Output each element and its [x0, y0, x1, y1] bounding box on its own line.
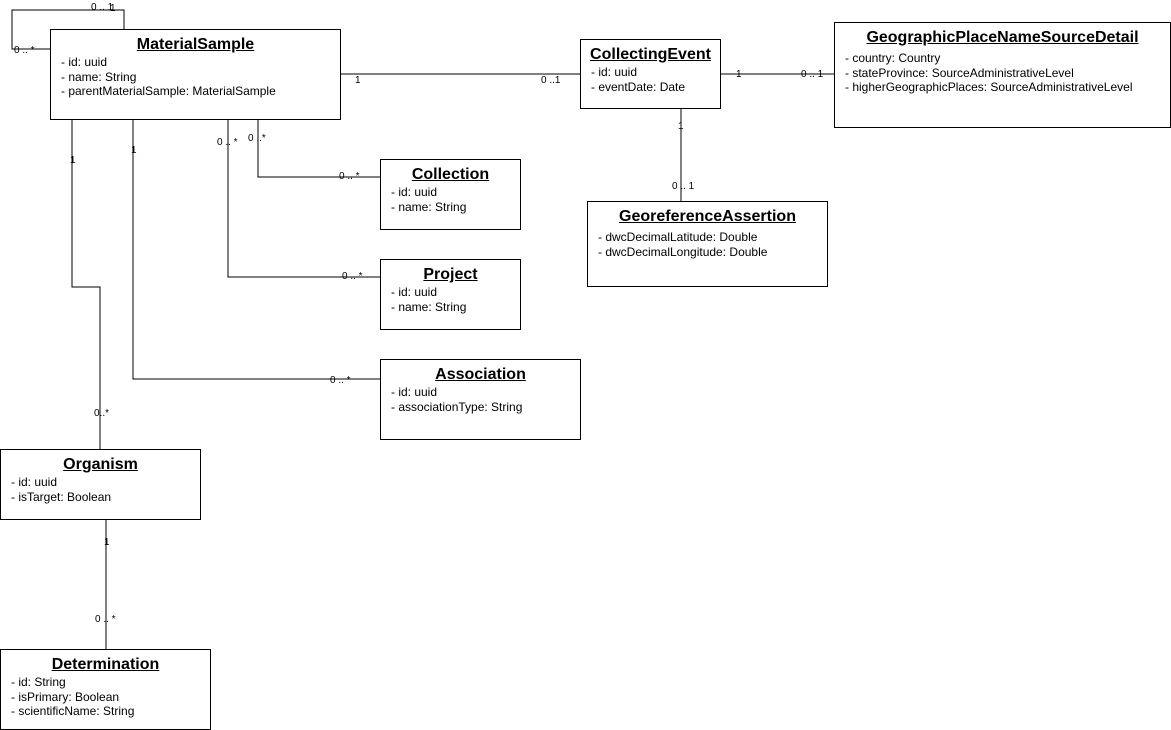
multiplicity-ms-org-dst: 0..* [94, 408, 110, 419]
organism-class-name: Organism [63, 456, 138, 473]
materialsample-collection-line [257, 119, 380, 178]
determination-class[interactable]: Determination - id: String - isPrimary: … [0, 649, 211, 730]
self-association-line [11, 9, 125, 50]
collection-attr-id: - id: uuid [391, 185, 438, 199]
organism-attr-istarget: - isTarget: Boolean [11, 489, 112, 504]
association-attr-id: - id: uuid [391, 385, 438, 399]
collection-class-name: Collection [411, 166, 490, 183]
georeferenceassertion-class-name: GeoreferenceAssertion [619, 208, 796, 225]
materialsample-organism-line [71, 119, 101, 449]
geographicplace-attr-highergeographic: - higherGeographicPlaces: SourceAdminist… [845, 80, 1133, 94]
materialsample-attr-id: - id: uuid [61, 55, 108, 69]
collectingevent-class[interactable]: CollectingEvent - id: uuid - eventDate: … [580, 39, 721, 109]
geographicplace-attr-stateprovince: - stateProvince: SourceAdministrativeLev… [845, 65, 1074, 80]
multiplicity-ms-proj-src: 0 .. * [217, 137, 238, 148]
project-class[interactable]: Project - id: uuid - name: String [380, 259, 521, 330]
materialsample-class-name: MaterialSample [136, 36, 255, 53]
geographicplace-attr-country: - country: Country [845, 51, 941, 65]
organism-class[interactable]: Organism - id: uuid - isTarget: Boolean [0, 449, 201, 520]
multiplicity-ce-ga-src: 1 [678, 121, 684, 132]
project-class-name: Project [423, 266, 478, 283]
organism-attr-id: - id: uuid [11, 475, 58, 489]
materialsample-attr-name: - name: String [61, 69, 137, 84]
multiplicity-ms-col-dst: 0 .. * [339, 171, 360, 182]
collection-class[interactable]: Collection - id: uuid - name: String [380, 159, 521, 230]
multiplicity-ms-assoc-dst: 0 .. * [330, 375, 351, 386]
georeferenceassertion-attr-lon: - dwcDecimalLongitude: Double [598, 244, 768, 259]
association-class-name: Association [435, 366, 526, 383]
multiplicity-ce-geo-dst: 0 .. 1 [801, 69, 824, 80]
multiplicity-self-left: 0 .. * [14, 45, 35, 56]
collectingevent-attr-id: - id: uuid [591, 65, 638, 79]
multiplicity-org-det-src: 1 [104, 537, 110, 548]
multiplicity-ms-assoc-src: 1 [131, 145, 137, 156]
materialsample-attr-parent: - parentMaterialSample: MaterialSample [61, 84, 276, 98]
multiplicity-org-det-dst: 0 .. * [95, 614, 116, 625]
georeferenceassertion-class[interactable]: GeoreferenceAssertion - dwcDecimalLatitu… [587, 201, 828, 287]
geographicplace-class-name: GeographicPlaceNameSourceDetail [866, 29, 1139, 46]
multiplicity-self-top-many: 0 .. 1 [91, 2, 114, 13]
materialsample-project-line [227, 119, 380, 278]
determination-class-name: Determination [51, 656, 160, 673]
multiplicity-ms-proj-dst: 0 .. * [342, 271, 363, 282]
association-attr-type: - associationType: String [391, 399, 523, 414]
collectingevent-class-name: CollectingEvent [590, 46, 711, 63]
project-attr-id: - id: uuid [391, 285, 438, 299]
materialsample-class[interactable]: MaterialSample - id: uuid - name: String… [50, 29, 341, 120]
georeferenceassertion-attr-lat: - dwcDecimalLatitude: Double [598, 230, 758, 244]
collection-attr-name: - name: String [391, 199, 467, 214]
geographicplace-class[interactable]: GeographicPlaceNameSourceDetail - countr… [834, 22, 1171, 128]
multiplicity-ce-geo-src: 1 [736, 69, 742, 80]
determination-attr-scientificname: - scientificName: String [11, 704, 135, 718]
multiplicity-ms-ce-dst: 0 ..1 [541, 75, 561, 86]
collectingevent-attr-eventdate: - eventDate: Date [591, 79, 686, 94]
project-attr-name: - name: String [391, 299, 467, 314]
multiplicity-ce-ga-dst: 0 .. 1 [672, 181, 695, 192]
association-class[interactable]: Association - id: uuid - associationType… [380, 359, 581, 440]
multiplicity-ms-col-src: 0 ..* [248, 133, 266, 144]
determination-attr-id: - id: String [11, 675, 66, 689]
multiplicity-ms-ce-src: 1 [355, 75, 361, 86]
multiplicity-self-top-one: 1 [110, 3, 116, 14]
materialsample-association-line [132, 119, 380, 380]
determination-attr-isprimary: - isPrimary: Boolean [11, 689, 120, 704]
multiplicity-ms-org-src: 1 [70, 155, 76, 166]
